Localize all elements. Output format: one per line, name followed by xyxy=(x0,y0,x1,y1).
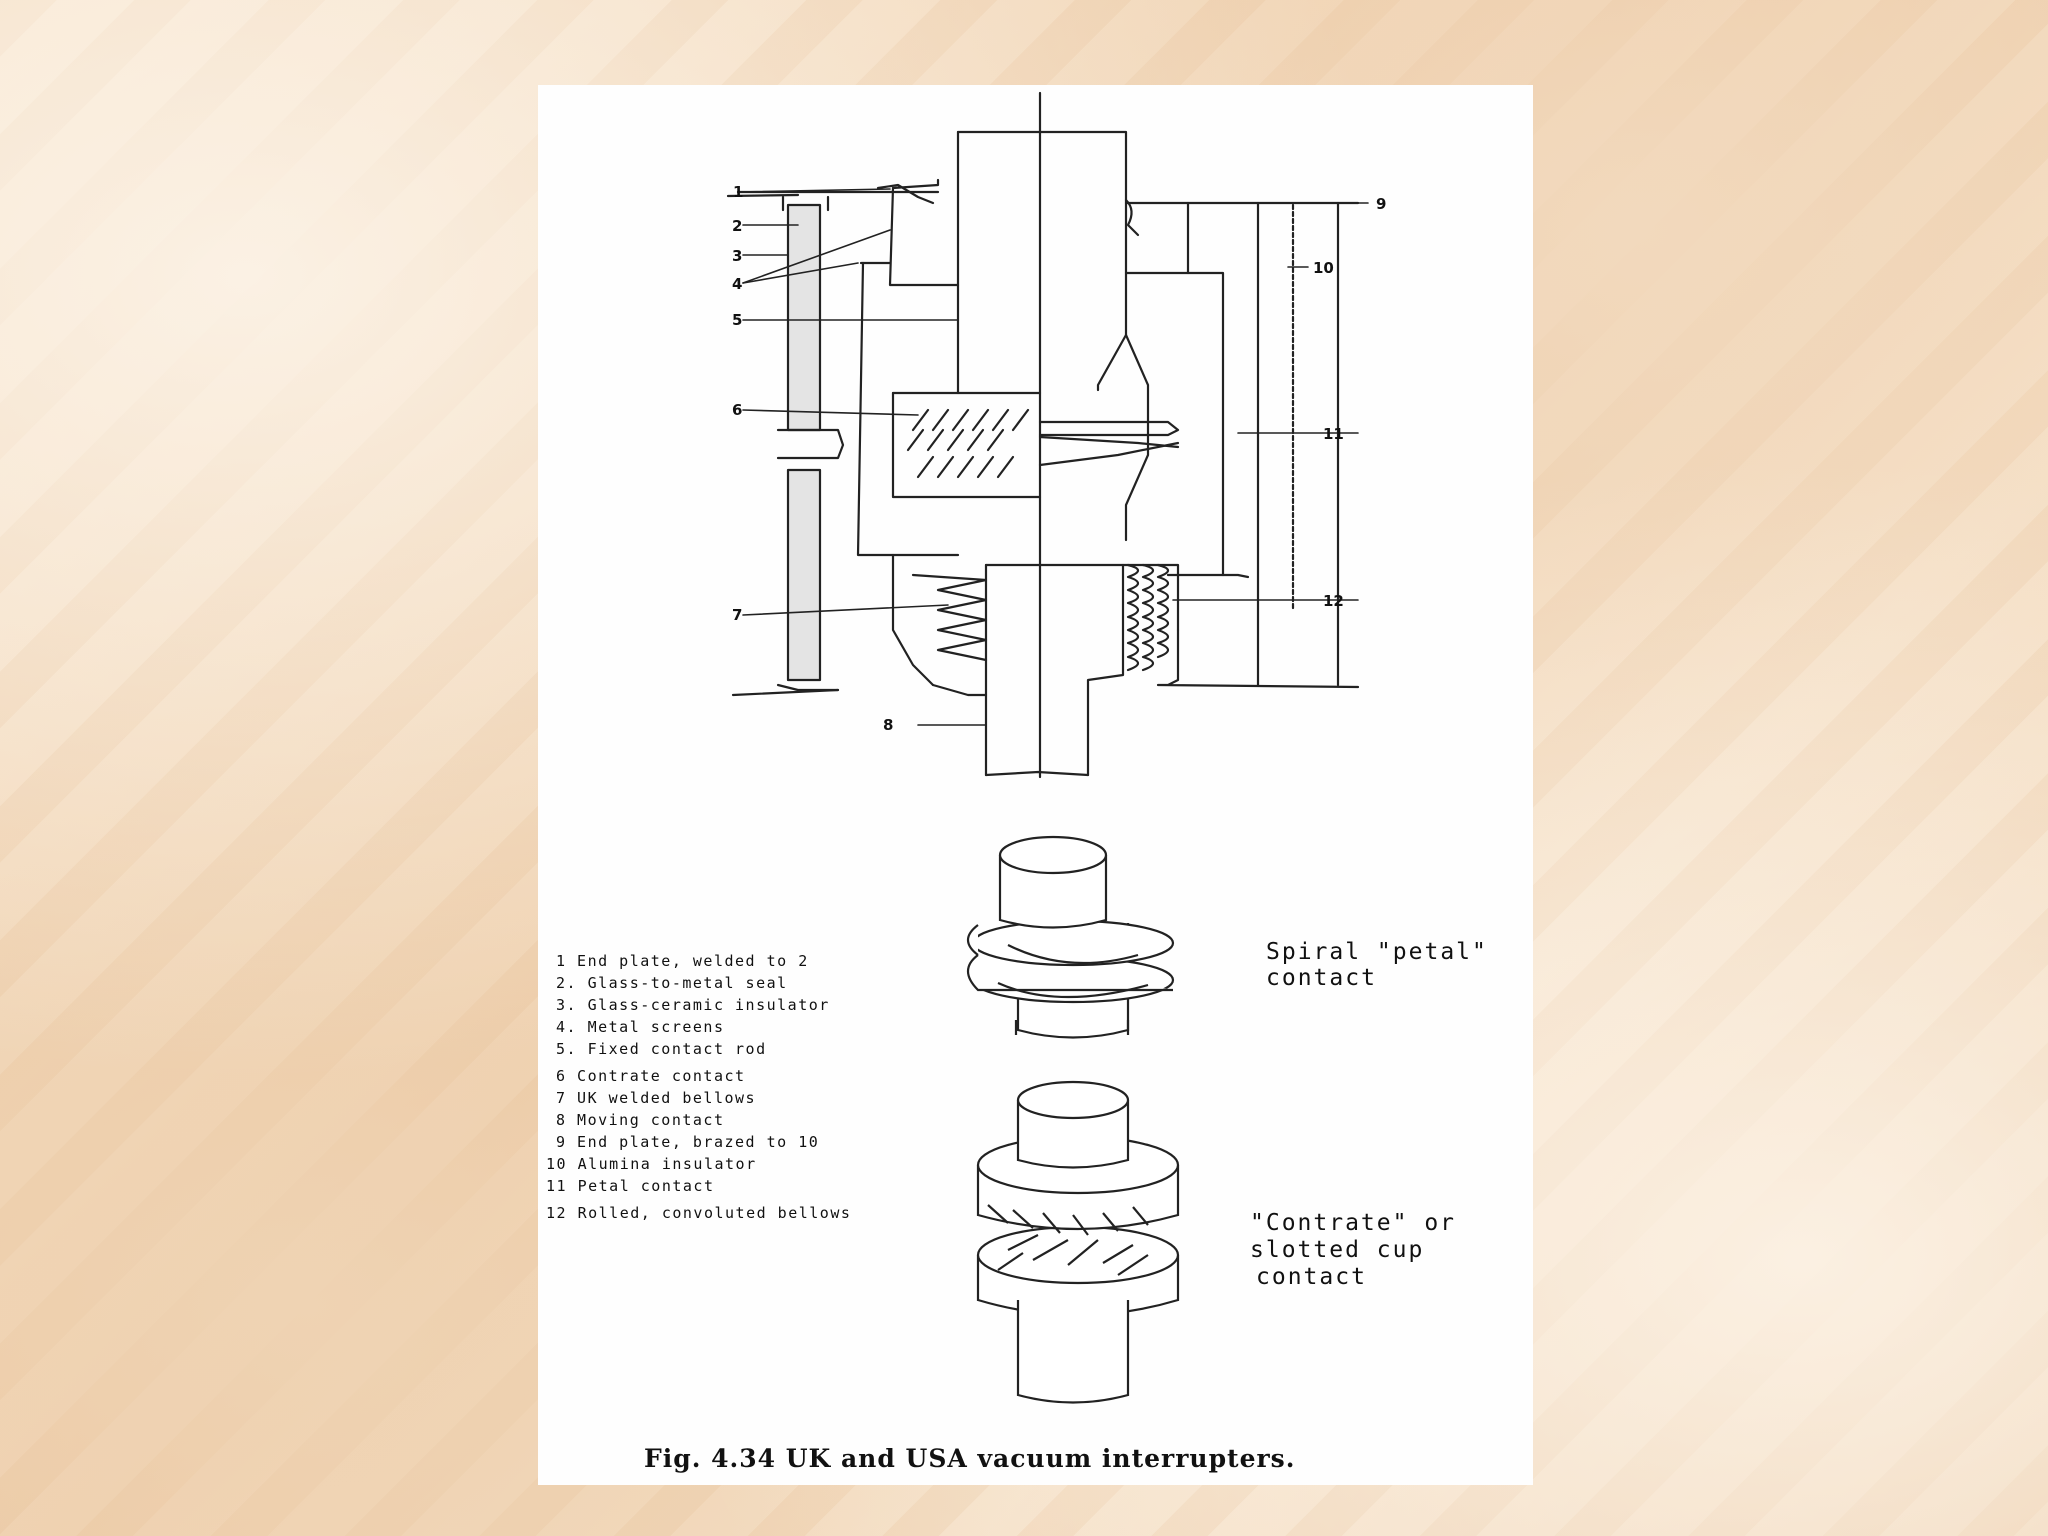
figure-caption: Fig. 4.34 UK and USA vacuum interrupters… xyxy=(644,1444,1295,1473)
right-dimension-lines xyxy=(1256,201,1340,687)
uk-envelope xyxy=(726,178,960,697)
callout-11: 11 xyxy=(1323,425,1344,443)
usa-envelope xyxy=(1121,201,1360,689)
callout-10: 10 xyxy=(1313,259,1334,277)
right-leader-lines xyxy=(1172,202,1369,601)
legend-item-6: 6 Contrate contact xyxy=(556,1067,746,1085)
legend-item-7: 7 UK welded bellows xyxy=(556,1089,756,1107)
glass-ceramic-insulator-lower xyxy=(786,468,822,682)
spiral-label-line-1: Spiral "petal" xyxy=(1266,939,1488,965)
legend-item-3: 3. Glass-ceramic insulator xyxy=(556,996,830,1014)
contrate-contact-illustration xyxy=(976,1080,1180,1404)
callout-4: 4 xyxy=(732,275,742,293)
callout-3: 3 xyxy=(732,247,742,265)
callout-9: 9 xyxy=(1376,195,1386,213)
legend: 1 End plate, welded to 2 2. Glass-to-met… xyxy=(546,952,851,1222)
contrate-contact xyxy=(891,391,1042,499)
callout-2: 2 xyxy=(732,217,742,235)
callout-8: 8 xyxy=(883,716,893,734)
rolled-convoluted-bellows xyxy=(1126,563,1170,672)
callout-5: 5 xyxy=(732,311,742,329)
legend-item-1: 1 End plate, welded to 2 xyxy=(556,952,809,970)
petal-contact xyxy=(1038,420,1180,467)
legend-item-2: 2. Glass-to-metal seal xyxy=(556,974,788,992)
glass-ceramic-insulator-upper xyxy=(786,203,822,432)
callout-12: 12 xyxy=(1323,592,1344,610)
uk-welded-bellows xyxy=(891,553,988,697)
fixed-contact-rod xyxy=(956,130,1150,542)
legend-item-8: 8 Moving contact xyxy=(556,1111,725,1129)
callout-6: 6 xyxy=(732,401,742,419)
contrate-label-line-1: "Contrate" or xyxy=(1250,1210,1456,1236)
contrate-label-line-3: contact xyxy=(1256,1264,1367,1290)
legend-item-10: 10 Alumina insulator xyxy=(546,1155,757,1173)
callout-1: 1 xyxy=(733,183,743,201)
spiral-petal-contact-illustration xyxy=(966,835,1175,1039)
moving-contact-rod xyxy=(984,563,1125,777)
spiral-label-line-2: contact xyxy=(1266,965,1377,991)
left-leader-lines xyxy=(737,188,987,726)
figure-panel: 1 2 3 4 5 6 7 8 9 10 11 12 Spiral "petal… xyxy=(538,85,1533,1485)
legend-item-5: 5. Fixed contact rod xyxy=(556,1040,767,1058)
legend-item-9: 9 End plate, brazed to 10 xyxy=(556,1133,819,1151)
vacuum-interrupter-diagram: 1 2 3 4 5 6 7 8 9 10 11 12 Spiral "petal… xyxy=(546,91,1488,1473)
callout-7: 7 xyxy=(732,606,742,624)
legend-item-4: 4. Metal screens xyxy=(556,1018,725,1036)
legend-item-12: 12 Rolled, convoluted bellows xyxy=(546,1204,851,1222)
legend-item-11: 11 Petal contact xyxy=(546,1177,715,1195)
contrate-label-line-2: slotted cup xyxy=(1250,1237,1424,1263)
